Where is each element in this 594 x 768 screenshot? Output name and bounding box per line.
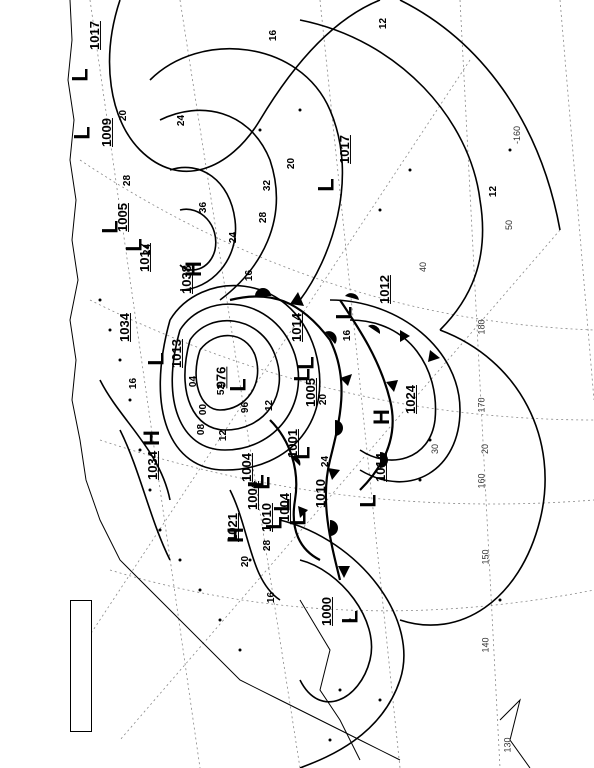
grid-coordinate-label: 50 (504, 219, 515, 231)
grid-coordinate-label: 180 (476, 319, 487, 335)
low-pressure-symbol: L (331, 306, 357, 320)
pressure-value: 1005 (302, 378, 318, 407)
isobar-value: 16 (268, 29, 280, 42)
pressure-value: 1014 (372, 453, 388, 482)
chart-title-block (70, 600, 92, 732)
station-plots (98, 108, 512, 742)
coastline (67, 0, 531, 768)
isobar-value: 16 (266, 591, 278, 604)
isobar-value: 00 (198, 403, 210, 416)
low-pressure-symbol: L (143, 352, 169, 366)
pressure-value: 1024 (402, 385, 418, 414)
grid-coordinate-label: 40 (418, 261, 429, 273)
pressure-value: 1021 (224, 513, 240, 542)
fronts (229, 295, 394, 581)
high-pressure-symbol: H (138, 430, 164, 446)
low-pressure-symbol: L (355, 494, 381, 508)
isobar-value: 32 (262, 179, 274, 192)
grid-coordinate-label: 160 (476, 473, 487, 489)
pressure-value: 1004 (244, 481, 260, 510)
pressure-value: 1034 (116, 313, 132, 342)
low-pressure-symbol: L (69, 126, 95, 140)
isobar-value: 24 (228, 231, 240, 244)
grid-coordinate-label: 140 (480, 637, 491, 653)
isobar-value: 12 (488, 185, 500, 198)
isobar-value: 20 (240, 555, 252, 568)
grid-coordinate-label: 170 (476, 397, 487, 413)
isobar-value: 20 (286, 157, 298, 170)
front-symbols (255, 288, 440, 578)
isobar-value: 12 (218, 429, 230, 442)
isobar-value: 24 (320, 455, 332, 468)
low-pressure-symbol: L (67, 68, 93, 82)
pressure-value: 1034 (144, 451, 160, 480)
pressure-value: 1013 (168, 339, 184, 368)
isobar-value: 20 (318, 393, 330, 406)
isobar-value: 28 (262, 539, 274, 552)
isobar-value: 16 (342, 329, 354, 342)
grid-coordinate-label: -160 (512, 125, 523, 145)
grid-coordinate-label: 20 (480, 443, 491, 455)
isobar-value: 24 (176, 114, 188, 127)
low-pressure-symbol: L (313, 178, 339, 192)
isobar-value: 12 (264, 399, 276, 412)
pressure-value: 1005 (114, 203, 130, 232)
low-pressure-symbol: L (225, 378, 251, 392)
pressure-value: 1009 (98, 118, 114, 147)
isobar-value: 20 (118, 109, 130, 122)
isobar-value: 08 (196, 423, 208, 436)
grid-coordinate-label: 30 (430, 443, 441, 455)
grid-coordinate-label: 130 (502, 737, 513, 753)
pressure-value: 1000 (318, 597, 334, 626)
pressure-value: 1010 (258, 503, 274, 532)
pressure-value: 1012 (376, 275, 392, 304)
pressure-value: 1010 (312, 479, 328, 508)
isobar-value: 28 (122, 174, 134, 187)
isobar-value: 16 (128, 377, 140, 390)
isobar-value: 04 (188, 375, 200, 388)
pressure-value: 1001 (284, 429, 300, 458)
pressure-value: 1038 (178, 265, 194, 294)
isobar-value: 12 (378, 17, 390, 30)
low-pressure-symbol: L (337, 610, 363, 624)
pressure-value: 1017 (86, 21, 102, 50)
isobar-value: 16 (244, 269, 256, 282)
isobar-value: 52 (216, 383, 228, 396)
low-pressure-symbol: L (293, 356, 319, 370)
isobar-value: 28 (258, 211, 270, 224)
high-pressure-symbol: H (368, 409, 394, 425)
isobars (99, 0, 561, 768)
isobar-value: 96 (240, 401, 252, 414)
low-pressure-symbol: L (285, 512, 311, 526)
graticule (79, 0, 594, 768)
isobar-value: 24 (142, 243, 154, 256)
grid-coordinate-label: 150 (480, 549, 491, 565)
pressure-value: 1014 (288, 313, 304, 342)
pressure-value: 1017 (336, 135, 352, 164)
isobar-value: 36 (198, 201, 210, 214)
